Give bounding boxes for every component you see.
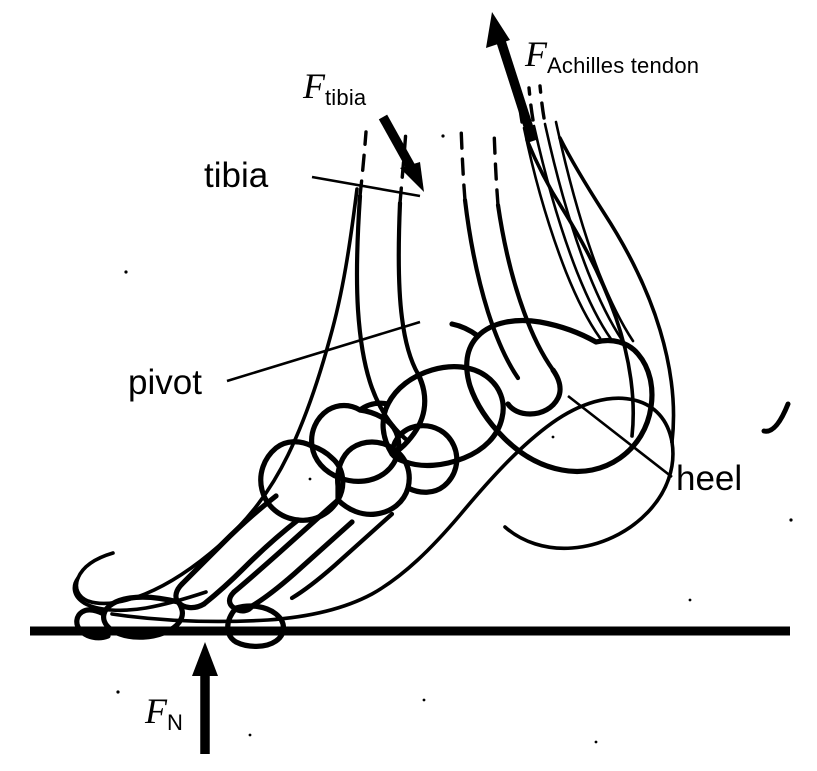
anatomy-label-tibia: tibia xyxy=(204,156,269,195)
scan-artifacts xyxy=(116,134,793,744)
force-subscript: N xyxy=(167,710,184,735)
force-vector-tibia xyxy=(378,114,424,192)
tibia-leader-line xyxy=(311,175,421,198)
cuneiform-bones xyxy=(258,423,460,523)
force-label-achilles: FAchilles tendon xyxy=(525,34,699,77)
force-vector-normal xyxy=(192,642,218,754)
pivot-leader-line xyxy=(226,320,421,383)
force-label-normal: FN xyxy=(145,691,183,734)
anatomy-label-pivot: pivot xyxy=(128,363,202,402)
force-subscript: tibia xyxy=(325,85,367,110)
calcaneus-bone xyxy=(449,317,655,475)
metatarsal-bones xyxy=(173,493,395,614)
fibula-bone xyxy=(459,124,563,417)
anatomy-label-heel: heel xyxy=(676,459,743,498)
force-label-tibia: Ftibia xyxy=(303,66,366,109)
force-symbol: F xyxy=(145,691,167,731)
force-symbol: F xyxy=(303,66,325,106)
heel-leader-line xyxy=(567,394,673,479)
achilles-tendon xyxy=(516,84,635,343)
force-subscript: Achilles tendon xyxy=(547,53,700,78)
force-symbol: F xyxy=(525,34,547,74)
force-vector-achilles xyxy=(486,12,538,143)
